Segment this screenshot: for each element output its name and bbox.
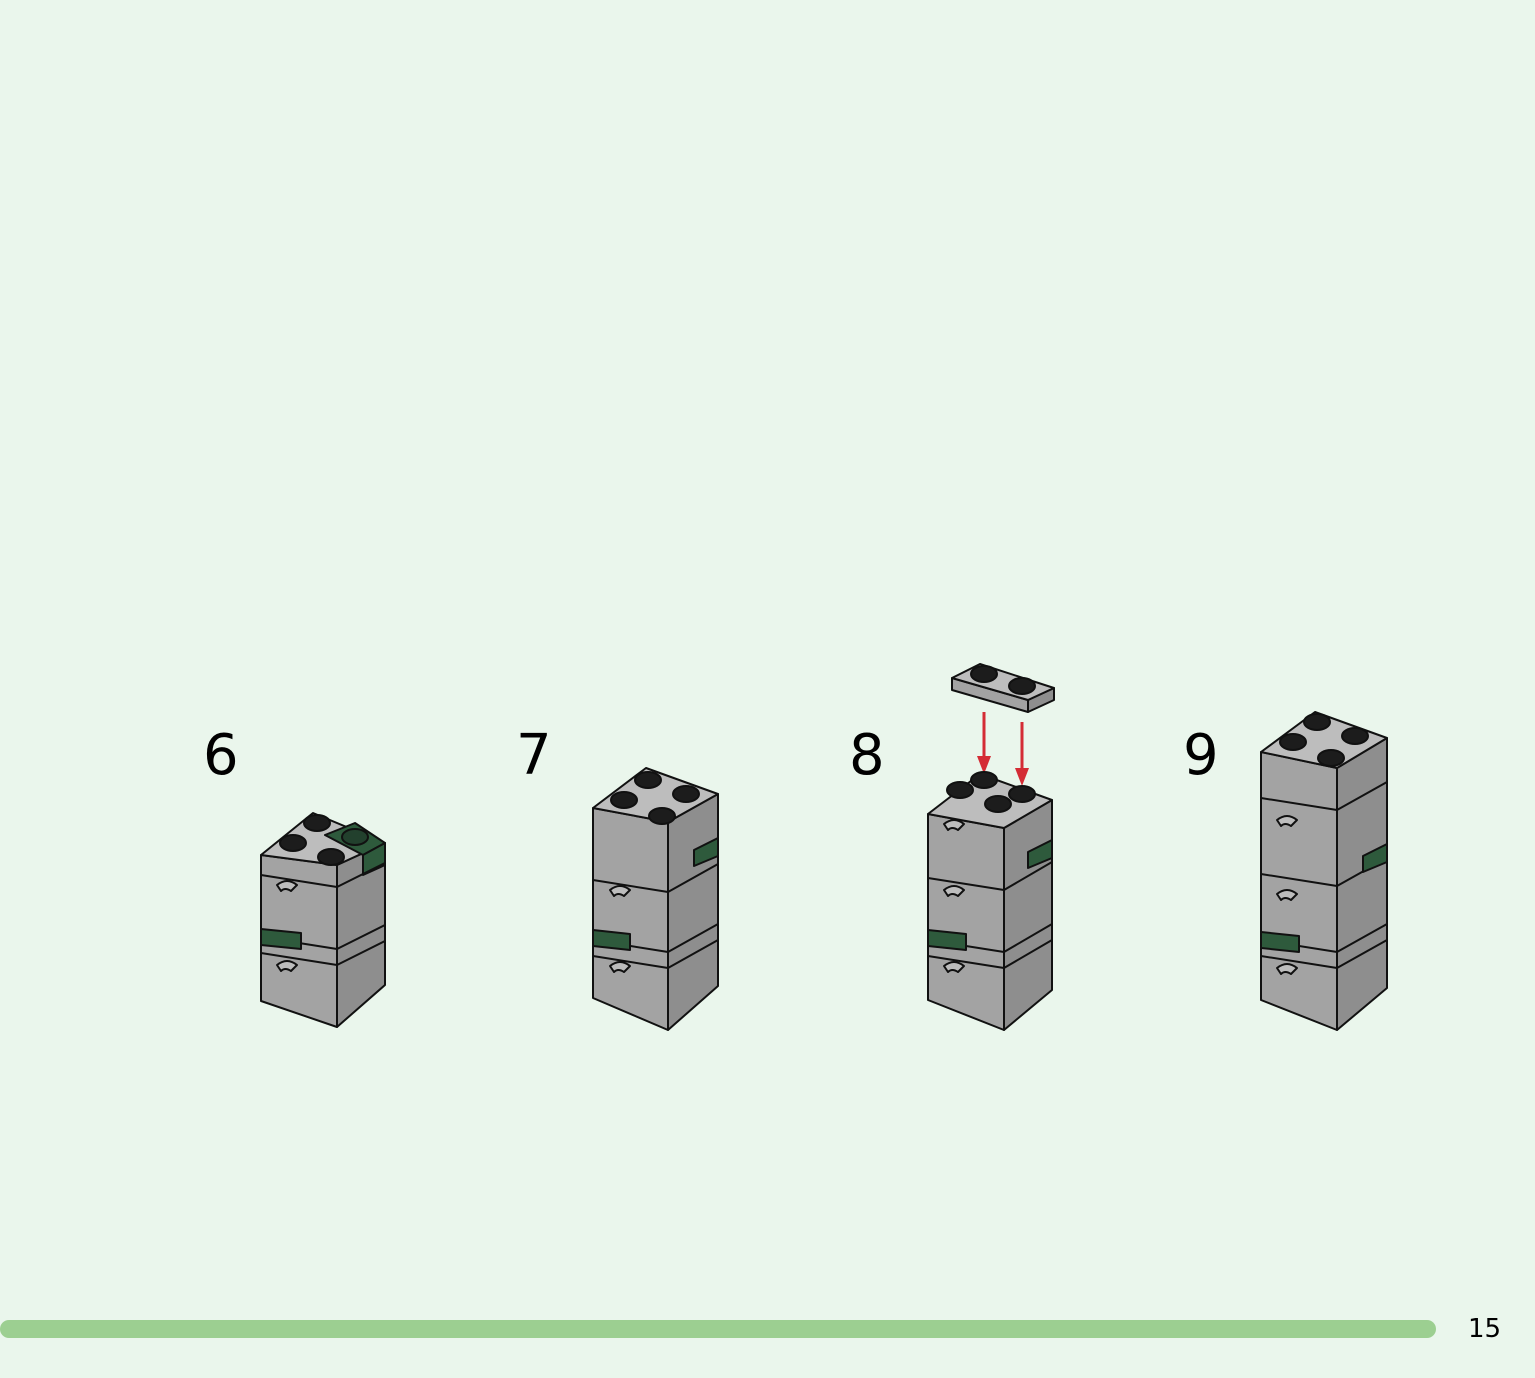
page-progress-bar bbox=[0, 1320, 1436, 1338]
page-number: 15 bbox=[1468, 1314, 1502, 1344]
step-number-6: 6 bbox=[203, 723, 239, 788]
step-7-illustration bbox=[592, 767, 719, 1031]
step-8-illustration bbox=[927, 663, 1055, 1031]
step-9-illustration bbox=[1260, 711, 1388, 1031]
step-number-7: 7 bbox=[516, 723, 552, 788]
step-6-illustration bbox=[260, 812, 386, 1028]
placement-arrows bbox=[977, 712, 1029, 786]
step-number-9: 9 bbox=[1183, 723, 1219, 788]
step-number-8: 8 bbox=[849, 723, 885, 788]
